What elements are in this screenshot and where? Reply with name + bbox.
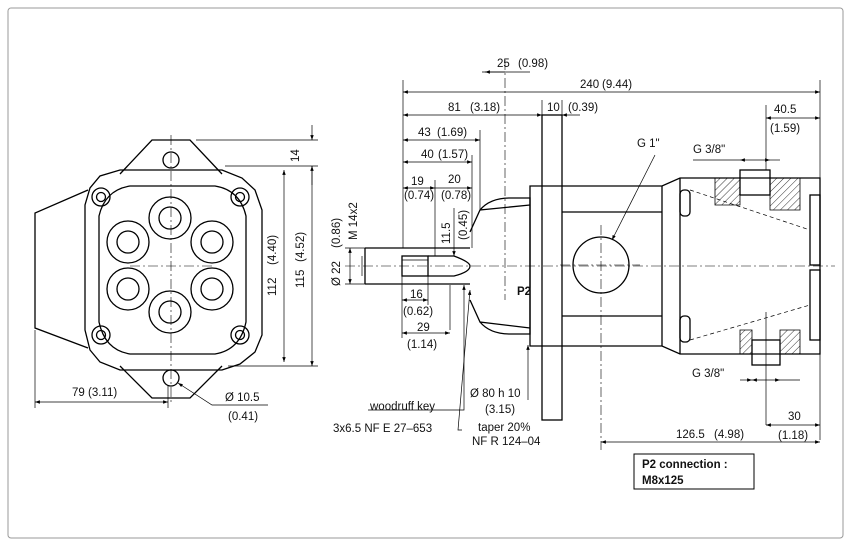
- g1-label: G 1": [637, 138, 660, 150]
- dim-29: 29: [417, 322, 430, 334]
- dim-20: 20: [448, 174, 461, 186]
- section-hatch-top-right: [769, 177, 801, 211]
- woodruff-key-label: woodruff key: [369, 401, 435, 413]
- dim-40-5-in: (1.59): [770, 123, 800, 135]
- dim-112-in: (4.40): [267, 235, 279, 265]
- dim-14: 14: [290, 149, 302, 162]
- bottom-flange-ear: [119, 365, 223, 399]
- dim-43: 43: [418, 127, 431, 139]
- dim-43-in: (1.69): [437, 127, 467, 139]
- dim-115-in: (4.52): [295, 232, 307, 262]
- dim-10: 10: [547, 102, 560, 114]
- dim-40: 40: [421, 149, 434, 161]
- body-outline: [84, 169, 263, 371]
- side-stub-outline: [34, 189, 89, 349]
- dim-40-in: (1.57): [438, 149, 468, 161]
- dim-19-in: (0.74): [404, 190, 434, 202]
- dim-240: 240: [580, 79, 599, 91]
- taper-label: taper 20%: [478, 422, 530, 434]
- drawing-frame: [7, 7, 844, 539]
- dim-hole-diameter-in: (0.41): [228, 411, 258, 423]
- section-hatch-bottom-right: [779, 329, 801, 355]
- note-line-1: P2 connection :: [642, 459, 728, 471]
- dim-19: 19: [411, 176, 424, 188]
- dim-16-in: (0.62): [403, 306, 433, 318]
- dim-40-5: 40.5: [774, 104, 796, 116]
- shaft-thread-end: [428, 255, 471, 277]
- dim-25-in: (0.98): [518, 58, 548, 70]
- dim-11-5-in: (0.45): [458, 210, 470, 240]
- dim-20-in: (0.78): [441, 190, 471, 202]
- port-cap-outline: [98, 185, 247, 355]
- mounting-flange: [541, 114, 563, 421]
- corner-bolts: [91, 187, 250, 345]
- g38-top-port: [739, 169, 771, 196]
- dim-16: 16: [410, 289, 423, 301]
- g38-bottom-label: G 3/8": [692, 368, 724, 380]
- dim-79: 79 (3.11): [72, 387, 117, 399]
- dim-hole-diameter: Ø 10.5: [225, 392, 260, 404]
- dim-30: 30: [788, 411, 801, 423]
- p2-label: P2: [517, 286, 531, 298]
- dim-25: 25: [497, 58, 510, 70]
- taper-spec: NF R 124–04: [472, 436, 541, 448]
- p2-connection-note: P2 connection : M8x125: [633, 453, 755, 490]
- dim-shaft-diameter: Ø 22: [331, 261, 343, 286]
- front-view: 14 112 (4.40) 115 (4.52) 79 (3.11) Ø 10.…: [34, 125, 318, 423]
- note-line-2: M8x125: [642, 475, 684, 487]
- dim-10-in: (0.39): [568, 102, 598, 114]
- dim-30-in: (1.18): [778, 430, 808, 442]
- side-view: 240 (9.44) 81 (3.18) 10 (0.39) 25 (0.98)…: [331, 58, 835, 450]
- dim-81-in: (3.18): [470, 102, 500, 114]
- section-hatch-top-left: [714, 177, 741, 206]
- taper-nose: [469, 204, 531, 329]
- port-bolts: [106, 196, 234, 334]
- dim-29-in: (1.14): [407, 339, 437, 351]
- dim-pilot-diameter-in: (3.15): [485, 404, 515, 416]
- dim-126-5-in: (4.98): [714, 429, 744, 441]
- dim-240-in: (9.44): [602, 79, 632, 91]
- dim-126-5: 126.5: [676, 429, 705, 441]
- section-hatch-bottom-left: [739, 329, 753, 355]
- dim-115: 115: [295, 270, 307, 288]
- dim-112: 112: [267, 278, 279, 296]
- g38-top-label: G 3/8": [693, 144, 725, 156]
- dim-shaft-diameter-in: (0.86): [331, 218, 343, 248]
- dim-81: 81: [448, 102, 461, 114]
- dim-thread: M 14x2: [348, 202, 360, 240]
- woodruff-key-spec: 3x6.5 NF E 27–653: [333, 423, 432, 435]
- dim-pilot-diameter: Ø 80 h 10: [470, 388, 521, 400]
- dim-11-5: 11.5: [441, 222, 453, 244]
